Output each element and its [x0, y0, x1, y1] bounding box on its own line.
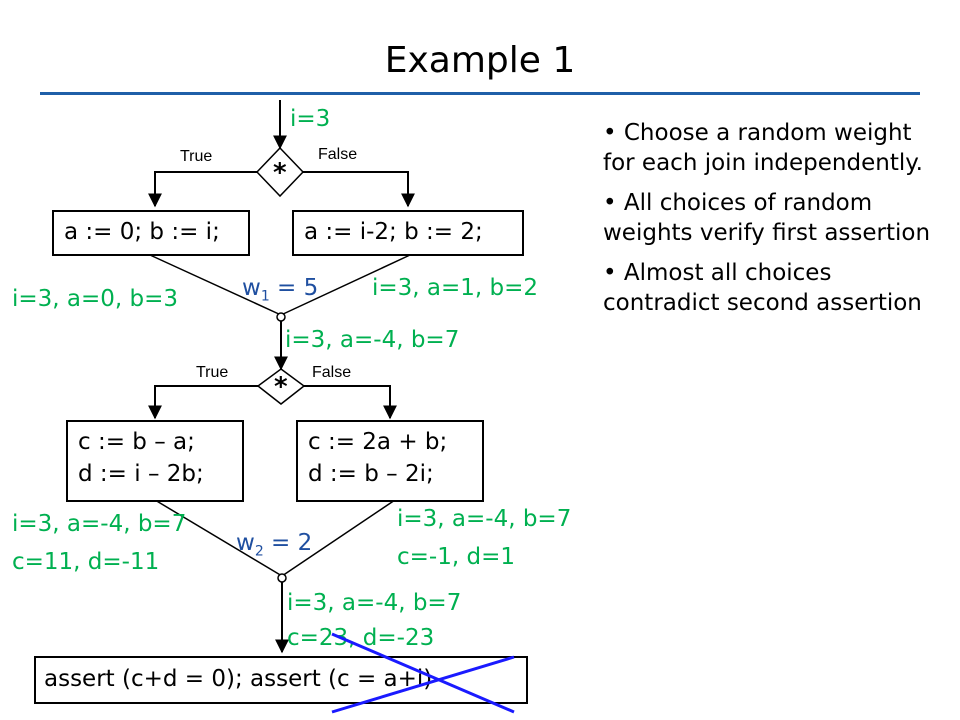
assign-box-false-2-line1: c := 2a + b;: [308, 429, 448, 455]
weight-2-sub: 2: [254, 543, 264, 560]
choice-star-1: *: [273, 158, 287, 188]
weight-1-sub: 1: [260, 288, 270, 305]
cross-stroke-2: [331, 655, 515, 714]
join2-result-state-1: i=3, a=-4, b=7: [287, 590, 462, 616]
false-label-2: False: [312, 364, 352, 381]
weight-1: w1 = 5: [242, 272, 318, 313]
assign-box-true-2: c := b – a; d := i – 2b;: [66, 420, 244, 502]
assign-box-false-2-line2: d := b – 2i;: [308, 461, 434, 487]
true-branch-1: [148, 171, 257, 208]
second-assertion: assert (c = a+i): [250, 666, 433, 692]
assign-box-true-1-text: a := 0; b := i;: [64, 219, 220, 245]
join2-right-edge: [281, 499, 396, 577]
weight-1-var: w: [242, 275, 261, 301]
true-branch-2: [148, 385, 258, 420]
join1-left-edge: [149, 254, 282, 316]
assign-box-true-2-line1: c := b – a;: [78, 429, 195, 455]
first-assertion: assert (c+d = 0);: [44, 666, 251, 692]
assert-box: assert (c+d = 0); assert (c = a+i): [34, 656, 528, 704]
weight-2: w2 = 2: [236, 527, 312, 568]
false-branch-1: [303, 171, 415, 208]
true-label-1: True: [180, 148, 213, 165]
join1-right-edge: [280, 254, 411, 316]
entry-state: i=3: [290, 106, 331, 132]
cross-stroke-1: [331, 632, 515, 714]
title-divider: [40, 92, 920, 95]
true-label-2: True: [196, 364, 229, 381]
join2-right-state-1: i=3, a=-4, b=7: [397, 506, 572, 532]
weight-1-value: = 5: [269, 275, 319, 301]
join2-left-edge: [154, 499, 283, 577]
join2-left-state-2: c=11, d=-11: [12, 549, 160, 575]
join2-right-state-2: c=-1, d=1: [397, 544, 515, 570]
assign-box-true-1: a := 0; b := i;: [52, 210, 250, 256]
bullet-list: • Choose a random weight for each join i…: [603, 118, 948, 328]
page-title: Example 1: [384, 40, 576, 81]
bullet-item: • Almost all choices contradict second a…: [603, 260, 922, 316]
join1-result-state: i=3, a=-4, b=7: [285, 327, 460, 353]
weight-2-var: w: [236, 530, 255, 556]
join2-left-state-1: i=3, a=-4, b=7: [12, 511, 187, 537]
assign-box-false-1-text: a := i-2; b := 2;: [304, 219, 483, 245]
false-branch-2: [304, 385, 397, 420]
assign-box-true-2-line2: d := i – 2b;: [78, 461, 204, 487]
assign-box-false-2: c := 2a + b; d := b – 2i;: [296, 420, 484, 502]
choice-diamond-2: [256, 368, 306, 405]
choice-star-2: *: [274, 372, 288, 402]
bullet-item: • All choices of random weights verify f…: [603, 190, 931, 246]
assign-box-false-1: a := i-2; b := 2;: [292, 210, 524, 256]
bullet-item: • Choose a random weight for each join i…: [603, 120, 923, 176]
join1-left-state: i=3, a=0, b=3: [12, 286, 179, 312]
join1-right-state: i=3, a=1, b=2: [372, 275, 539, 301]
choice-diamond-1: [255, 146, 305, 198]
weight-2-value: = 2: [263, 530, 313, 556]
false-label-1: False: [318, 146, 358, 163]
